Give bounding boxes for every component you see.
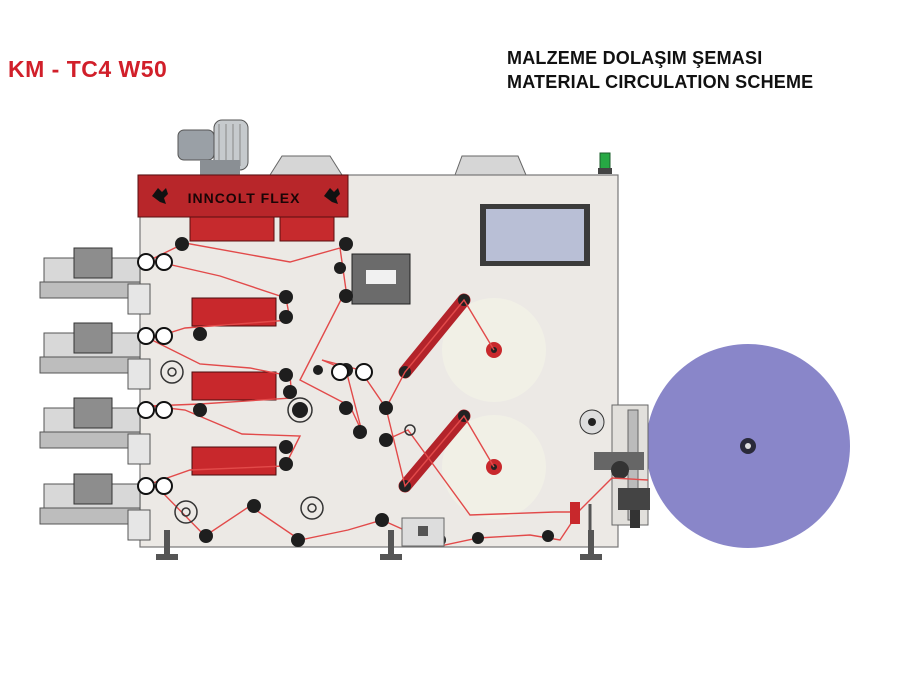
ferrari-horse-icon [324,188,340,204]
dryer-block-3 [191,446,277,476]
impression-rollers [137,253,373,495]
dryer-block-2 [191,371,277,401]
unwind-stand [579,404,650,528]
print-unit-4 [39,473,151,541]
model-title: KM - TC4 W50 [8,56,168,82]
print-unit-1 [39,247,151,315]
foot-icon [156,530,602,560]
dryer-block-1 [191,297,277,327]
control-screen [480,204,590,266]
print-unit-2 [39,322,151,390]
scheme-title-tr: MALZEME DOLAŞIM ŞEMASI [507,48,763,68]
ferrari-horse-icon [152,188,168,204]
gear-wheels [160,360,416,524]
scheme-title-en: MATERIAL CIRCULATION SCHEME [507,72,814,92]
motor-icon [177,119,249,178]
print-unit-3 [39,397,151,465]
brand-header-block: INNCOLT FLEX [137,174,349,242]
brand-label: INNCOLT FLEX [188,190,301,206]
status-lamp-icon [598,152,612,174]
